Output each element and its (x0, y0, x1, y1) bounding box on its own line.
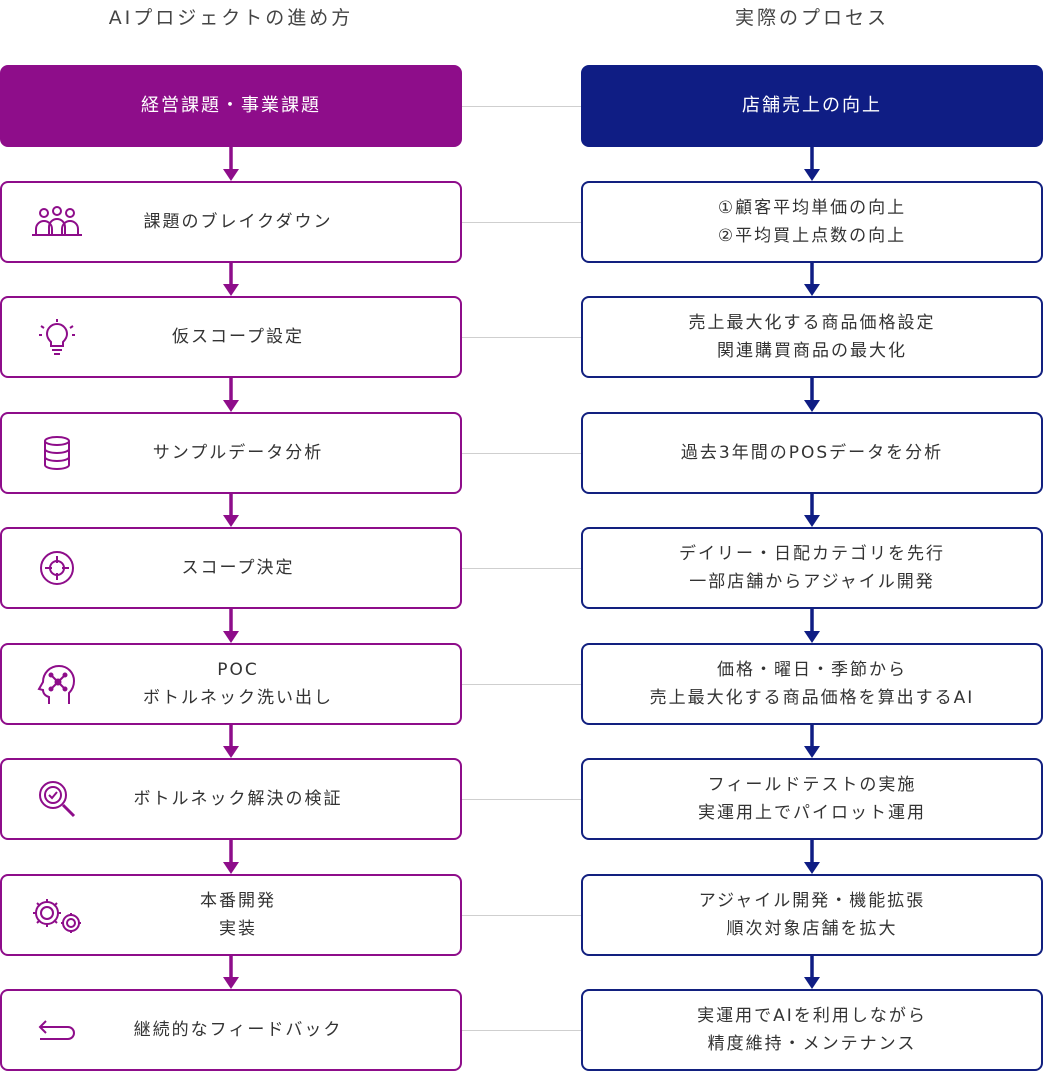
right-step-box: アジャイル開発・機能拡張 順次対象店舗を拡大 (581, 874, 1043, 956)
left-step-box: ボトルネック解決の検証 (0, 758, 462, 840)
left-arrow (223, 956, 239, 989)
left-arrow (223, 263, 239, 296)
right-step-box: 過去3年間のPOSデータを分析 (581, 412, 1043, 494)
connector-line (462, 799, 581, 800)
left-step-label: 継続的なフィードバック (133, 1020, 343, 1040)
right-step-box: デイリー・日配カテゴリを先行 一部店舗からアジャイル開発 (581, 527, 1043, 609)
left-arrow (223, 494, 239, 527)
connector-line (462, 915, 581, 916)
connector-line (462, 1030, 581, 1031)
left-header-box: 経営課題・事業課題 (0, 65, 462, 147)
database-icon (28, 435, 86, 471)
right-step-box: 価格・曜日・季節から 売上最大化する商品価格を算出するAI (581, 643, 1043, 725)
connector-line (462, 684, 581, 685)
right-step-label: 価格・曜日・季節から 売上最大化する商品価格を算出するAI (649, 660, 975, 708)
left-step-box: 本番開発 実装 (0, 874, 462, 956)
connector-line (462, 453, 581, 454)
right-step-label: アジャイル開発・機能拡張 順次対象店舗を拡大 (698, 891, 926, 939)
right-step-label: 売上最大化する商品価格設定 関連購買商品の最大化 (688, 313, 936, 361)
left-step-label: スコープ決定 (181, 558, 295, 578)
right-arrow (804, 840, 820, 874)
ai-head-icon (28, 664, 86, 704)
left-step-box: 仮スコープ設定 (0, 296, 462, 378)
left-step-box: サンプルデータ分析 (0, 412, 462, 494)
right-column-title: 実際のプロセス (734, 7, 889, 29)
right-arrow (804, 147, 820, 181)
left-step-label: ボトルネック解決の検証 (133, 789, 343, 809)
left-arrow (223, 378, 239, 412)
right-step-box: 実運用でAIを利用しながら 精度維持・メンテナンス (581, 989, 1043, 1071)
connector-line (462, 222, 581, 223)
right-step-box: フィールドテストの実施 実運用上でパイロット運用 (581, 758, 1043, 840)
left-step-box: 課題のブレイクダウン (0, 181, 462, 263)
return-arrow-icon (28, 1012, 86, 1048)
right-arrow (804, 956, 820, 989)
left-arrow (223, 840, 239, 874)
left-step-label: 本番開発 実装 (200, 891, 276, 939)
connector-line (462, 337, 581, 338)
right-arrow (804, 378, 820, 412)
right-step-label: 過去3年間のPOSデータを分析 (680, 443, 944, 463)
team-icon (28, 204, 86, 240)
left-arrow (223, 609, 239, 643)
right-step-label: フィールドテストの実施 実運用上でパイロット運用 (698, 775, 926, 823)
right-arrow (804, 494, 820, 527)
left-step-box: スコープ決定 (0, 527, 462, 609)
left-step-label: 仮スコープ設定 (172, 327, 304, 347)
left-step-box: 継続的なフィードバック (0, 989, 462, 1071)
right-step-label: デイリー・日配カテゴリを先行 一部店舗からアジャイル開発 (679, 544, 945, 592)
right-arrow (804, 609, 820, 643)
target-icon (28, 550, 86, 586)
gears-icon (28, 897, 86, 933)
connector-line (462, 106, 581, 107)
right-step-label: 実運用でAIを利用しながら 精度維持・メンテナンス (697, 1006, 927, 1054)
left-step-box: POC ボトルネック洗い出し (0, 643, 462, 725)
left-step-label: サンプルデータ分析 (152, 443, 324, 463)
right-step-box: 売上最大化する商品価格設定 関連購買商品の最大化 (581, 296, 1043, 378)
connector-line (462, 568, 581, 569)
right-arrow (804, 263, 820, 296)
left-step-label: 課題のブレイクダウン (143, 212, 333, 232)
left-column-title: AIプロジェクトの進め方 (108, 7, 354, 29)
lightbulb-icon (28, 319, 86, 355)
right-arrow (804, 725, 820, 758)
left-arrow (223, 147, 239, 181)
right-step-box: ①顧客平均単価の向上 ②平均買上点数の向上 (581, 181, 1043, 263)
left-arrow (223, 725, 239, 758)
right-header-box: 店舗売上の向上 (581, 65, 1043, 147)
magnifier-check-icon (28, 781, 86, 818)
right-step-label: ①顧客平均単価の向上 ②平均買上点数の向上 (717, 198, 907, 246)
left-step-label: POC ボトルネック洗い出し (143, 660, 333, 708)
left-step-label: 経営課題・事業課題 (141, 95, 321, 116)
right-step-label: 店舗売上の向上 (742, 95, 882, 116)
